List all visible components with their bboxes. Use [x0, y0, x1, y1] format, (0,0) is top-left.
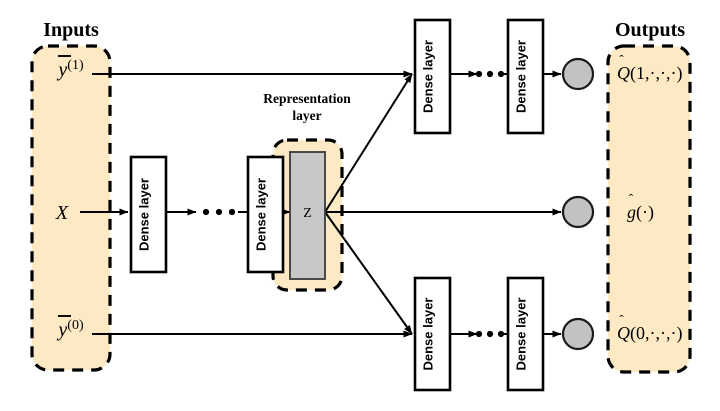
svg-text:Q(1,·,·,·): Q(1,·,·,·): [617, 63, 682, 84]
svg-text:y(1): y(1): [56, 58, 84, 81]
edge-z-to-bottom-dense: [324, 211, 413, 335]
dense-layer-bottom-1[interactable]: Dense layer: [413, 276, 452, 392]
dense-layer-middle-1[interactable]: Dense layer: [129, 155, 168, 274]
output-node-g[interactable]: [561, 195, 595, 229]
dense-layer-top-1[interactable]: Dense layer: [413, 18, 452, 135]
input-x-label: X: [55, 202, 69, 224]
dense-layer-middle-2[interactable]: Dense layer: [246, 155, 285, 274]
input-ybar0-superscript: (0): [67, 318, 84, 333]
input-ybar1-superscript: (1): [67, 58, 84, 73]
input-label-ybar0: y(0): [56, 315, 84, 341]
z-node-label: Z: [303, 206, 312, 221]
representation-z-node[interactable]: Z: [289, 151, 326, 280]
svg-text:Q(0,·,·,·): Q(0,·,·,·): [617, 323, 682, 344]
dense-layer-label: Dense layer: [514, 298, 529, 371]
output-q0-args: (0,·,·,·): [630, 323, 682, 344]
output-q1-symbol: Q: [617, 63, 630, 83]
output-node-q0[interactable]: [561, 317, 595, 351]
output-q1-args: (1,·,·,·): [630, 63, 682, 84]
output-g-symbol: g: [627, 202, 636, 222]
dense-layer-top-2[interactable]: Dense layer: [506, 18, 545, 135]
input-label-x: X: [55, 202, 69, 224]
ellipsis-middle-branch: [202, 208, 236, 216]
dense-layer-label: Dense layer: [137, 178, 152, 251]
output-g-args: (·): [636, 202, 654, 223]
dense-layer-bottom-2[interactable]: Dense layer: [506, 276, 545, 392]
output-label-q0: Q(0,·,·,·) ̂: [617, 315, 682, 344]
representation-title-line1: Representation: [263, 91, 351, 106]
ellipsis-bottom-branch: [475, 330, 505, 338]
svg-text:g(·): g(·): [627, 202, 654, 223]
outputs-panel: [606, 44, 692, 374]
inputs-title: Inputs: [43, 19, 99, 41]
input-ybar0-base: y: [56, 319, 67, 341]
output-q0-symbol: Q: [617, 323, 630, 343]
outputs-title: Outputs: [615, 19, 685, 41]
dense-layer-label: Dense layer: [421, 298, 436, 371]
output-node-q1[interactable]: [561, 57, 595, 91]
representation-title-line2: layer: [292, 108, 321, 123]
dense-layer-label: Dense layer: [514, 40, 529, 113]
svg-text:y(0): y(0): [56, 318, 84, 341]
edge-z-to-top-dense: [324, 73, 413, 213]
input-ybar1-base: y: [56, 59, 67, 81]
dense-layer-label: Dense layer: [421, 40, 436, 113]
inputs-panel: [30, 44, 112, 372]
ellipsis-top-branch: [475, 70, 505, 78]
output-label-q1: Q(1,·,·,·) ̂: [617, 55, 682, 84]
input-label-ybar1: y(1): [56, 55, 84, 81]
dense-layer-label: Dense layer: [254, 178, 269, 251]
